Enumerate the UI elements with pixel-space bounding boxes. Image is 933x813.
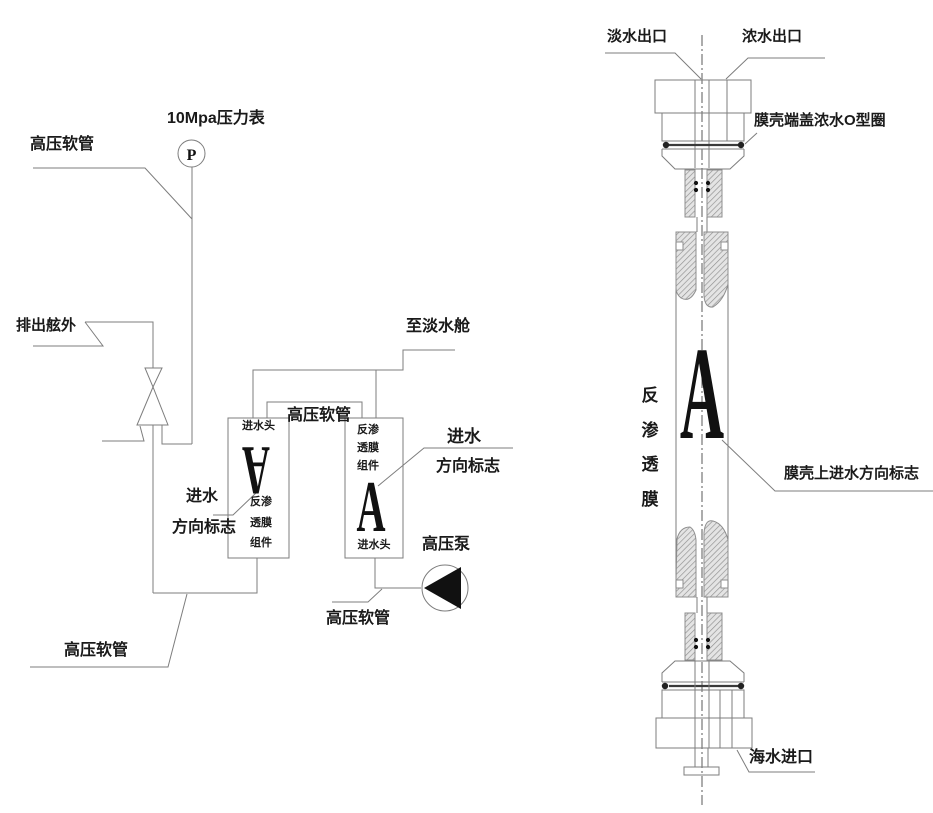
discharge-label: 排出舷外 — [16, 317, 77, 334]
bottom-plug-dots — [693, 637, 711, 650]
fresh-outlet-leader — [605, 52, 702, 80]
discharge-pipe — [85, 321, 154, 368]
membrane-label-char2: 渗 — [641, 420, 659, 440]
fresh-water-outlet-label: 淡水出口 — [607, 28, 668, 45]
bottom-oring-right-dot — [737, 682, 745, 690]
membrane-label-char4: 膜 — [641, 489, 659, 509]
pump-label: 高压泵 — [422, 536, 471, 553]
shell-direction-mark-label: 膜壳上进水方向标志 — [784, 465, 920, 482]
oring-label-leader — [744, 132, 758, 145]
membrane-end-top-right — [703, 231, 729, 308]
top-oring-right-dot — [737, 141, 745, 149]
membrane-vessel-section — [605, 35, 933, 805]
hose-mid-label: 高压软管 — [287, 407, 352, 424]
top-plug-dots — [693, 180, 711, 193]
module-left-name-line3: 组件 — [250, 537, 272, 549]
direction-mark-left-line1: 进水 — [186, 488, 219, 505]
concentrate-outlet-label: 浓水出口 — [742, 28, 803, 45]
seawater-inlet-label: 海水进口 — [749, 749, 814, 766]
hose-bottom-left-leader — [30, 593, 188, 668]
pressure-gauge-icon — [177, 139, 206, 168]
direction-letters: P A A A — [187, 147, 724, 547]
hose-top-label: 高压软管 — [30, 136, 95, 153]
top-plug-hatch-left — [684, 169, 696, 218]
module-right-direction-letter: A — [357, 467, 386, 548]
discharge-leader-line — [33, 321, 104, 347]
inlet-foot-base — [683, 766, 720, 776]
membrane-label-char1: 反 — [641, 386, 659, 405]
module-left-name-line2: 透膜 — [250, 517, 272, 529]
top-cap-outer — [654, 79, 752, 114]
bottom-plug-hatch-left — [684, 612, 696, 661]
bottom-feed-pipe — [153, 558, 258, 594]
direction-mark-right-leader — [377, 447, 513, 487]
bottom-cap-outer — [655, 717, 753, 749]
pump-impeller-triangle — [424, 567, 461, 609]
membrane-module-right-box — [344, 417, 404, 559]
direction-mark-right-line1: 进水 — [447, 427, 481, 446]
direction-mark-left-leader — [213, 491, 258, 516]
membrane-label-char3: 透 — [641, 455, 659, 475]
valve-icon — [144, 367, 163, 389]
module-left-inlet-head-label: 进水头 — [242, 420, 275, 432]
valve-left-stub — [102, 425, 145, 442]
module-right-name-line1: 反渗 — [357, 424, 379, 436]
module-right-inlet-head-label: 进水头 — [357, 539, 391, 551]
direction-mark-leader — [721, 439, 933, 492]
valve-icon-lower — [136, 385, 169, 426]
direction-mark-left-line2: 方向标志 — [172, 519, 237, 536]
sea-inlet-leader — [736, 749, 815, 773]
top-oring-left-dot — [662, 141, 670, 149]
hose-bottom-mid-leader — [332, 588, 383, 603]
bottom-oring-left-dot — [661, 682, 669, 690]
top-cap-inner — [661, 112, 745, 142]
hose-bottom-mid-label: 高压软管 — [326, 610, 391, 627]
top-cap-chamfer — [661, 149, 745, 170]
module-left-name-line1: 反渗 — [250, 496, 272, 508]
vessel-direction-letter: A — [680, 321, 724, 467]
membrane-module-left-box — [227, 417, 290, 559]
pump-discharge-pipe — [374, 558, 421, 589]
conc-outlet-leader — [725, 57, 825, 80]
membrane-end-bottom-left — [675, 526, 697, 598]
direction-mark-right-line2: 方向标志 — [436, 458, 501, 475]
module-right-name-line3: 组件 — [357, 460, 379, 472]
bottom-plug-hatch-right — [706, 612, 723, 661]
end-cap-oring-label: 膜壳端盖浓水O型圈 — [754, 112, 886, 129]
hose-bottom-left-label: 高压软管 — [64, 642, 129, 659]
permeate-header-pipe — [252, 349, 455, 418]
module-left-direction-letter: A — [242, 431, 270, 508]
membrane-end-top-left — [675, 231, 697, 300]
interconnect-hose — [266, 401, 363, 418]
left-piping-schematic — [30, 139, 513, 668]
to-freshwater-tank-label: 至淡水舱 — [406, 318, 471, 335]
bottom-cap-chamfer — [661, 660, 745, 682]
gauge-letter: P — [187, 147, 197, 164]
top-plug-hatch-right — [706, 169, 723, 218]
module-right-name-line2: 透膜 — [357, 442, 379, 454]
membrane-end-bottom-right — [703, 520, 729, 598]
gauge-label: 10Mpa压力表 — [167, 110, 265, 127]
hose-top-leader-line — [33, 167, 193, 220]
gauge-branch-pipe — [161, 425, 192, 445]
reverse-osmosis-membrane-label: 反 渗 透 膜 — [638, 386, 662, 509]
